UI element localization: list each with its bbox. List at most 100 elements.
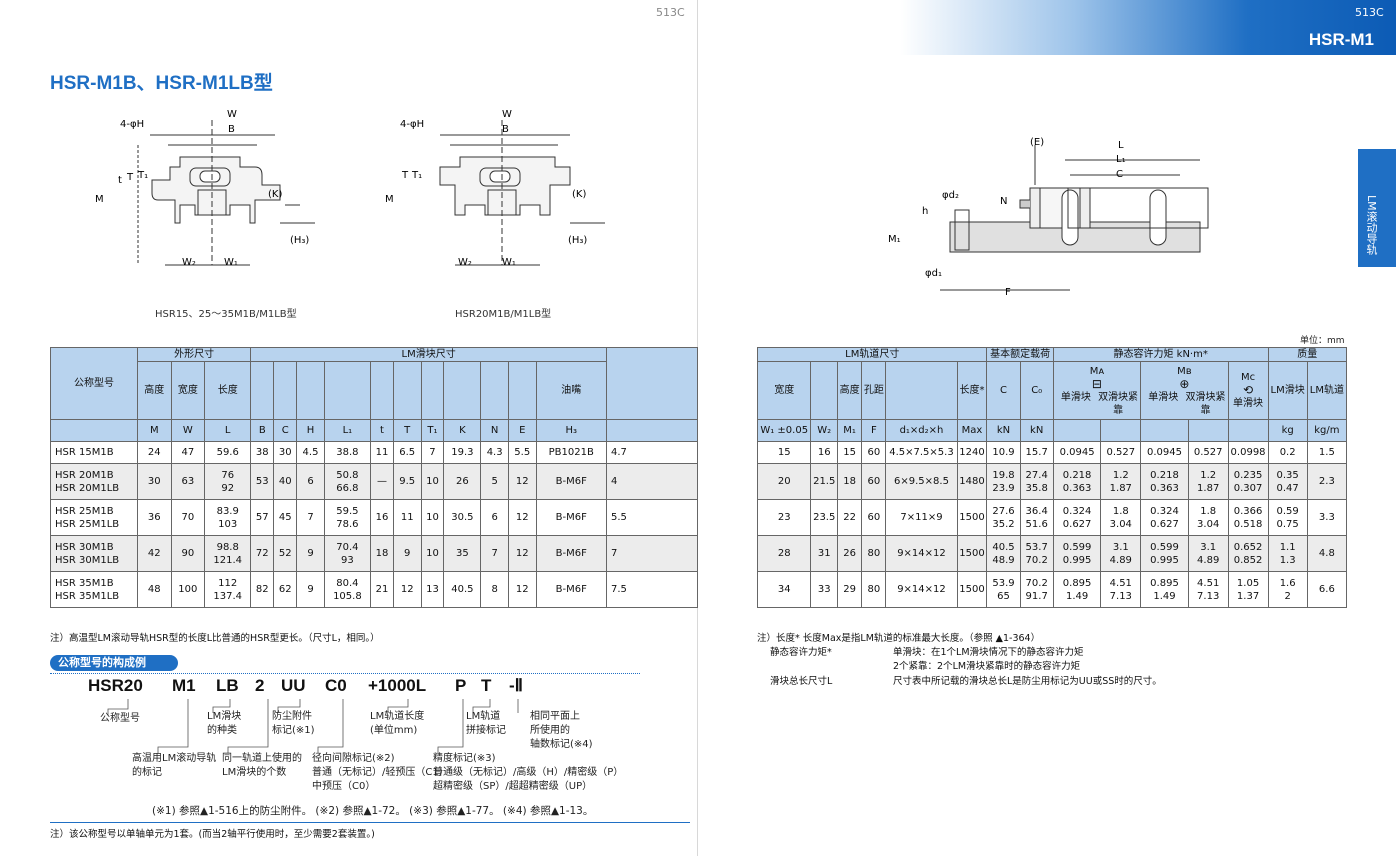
th-model: 公称型号 xyxy=(50,347,138,420)
table-cell: 12 xyxy=(392,571,422,608)
table-cell: 62 xyxy=(273,571,298,608)
table-cell: 72 xyxy=(250,535,275,572)
spec-table-right: LM轨道尺寸 基本额定载荷 静态容许力矩 kN·m* 质量 宽度 高度 孔距 长… xyxy=(756,347,1348,608)
code-label-seal: 防尘附件 标记(※1) xyxy=(272,711,315,736)
table-cell: 26 xyxy=(837,535,863,572)
table-cell: 16 xyxy=(810,441,839,464)
table-cell: 59.6 xyxy=(204,441,252,464)
table-cell: 9 xyxy=(392,535,422,572)
dim-W1: W₁ xyxy=(224,257,238,268)
sym-cell: T₁ xyxy=(420,419,445,442)
th-rail-pitch: 孔距 xyxy=(861,361,887,420)
table-cell: 11 xyxy=(392,499,422,536)
table-cell: 40.5 xyxy=(443,571,482,608)
th-rail-length: 长度* xyxy=(956,361,988,420)
dim-T1: T₁ xyxy=(137,170,148,181)
page-fold xyxy=(697,0,698,856)
sym-cell: L₁ xyxy=(323,419,371,442)
sym-cell: W xyxy=(170,419,206,442)
th-rail: LM轨道尺寸 xyxy=(756,347,988,362)
code-part: P xyxy=(455,676,467,695)
table-cell: 0.0945 xyxy=(1052,441,1102,464)
dim-4H: 4-φH xyxy=(120,119,144,130)
dim-4H: 4-φH xyxy=(400,119,424,130)
table-cell: 52 xyxy=(273,535,298,572)
table-cell: 4 xyxy=(606,463,698,500)
dim-N: N xyxy=(1000,196,1007,207)
table-cell: 4.3 xyxy=(480,441,509,464)
code-label-count: 同一轨道上使用的 LM滑块的个数 xyxy=(222,753,302,778)
table-cell: 7 xyxy=(296,499,325,536)
code-label-length: LM轨道长度 (单位mm) xyxy=(370,711,425,736)
code-label-temp: 高温用LM滚动导轨 的标记 xyxy=(132,753,217,778)
table-cell: 38 xyxy=(250,441,275,464)
table-cell: 16 xyxy=(369,499,394,536)
table-cell: 7 xyxy=(480,535,509,572)
th-ma: Mᴀ⊟ 单滑块双滑块紧靠 xyxy=(1052,361,1142,420)
table-cell: 10 xyxy=(420,499,445,536)
table-cell: 18 xyxy=(369,535,394,572)
figure-caption-1: HSR15、25～35M1B/M1LB型 xyxy=(155,309,297,320)
table-cell: — xyxy=(369,463,394,500)
table-cell: 30.5 xyxy=(443,499,482,536)
sym-cell: t xyxy=(369,419,394,442)
table-cell: 0.0945 xyxy=(1140,441,1189,464)
table-cell: 6 xyxy=(296,463,325,500)
unit-label: 单位：mm xyxy=(1300,336,1345,346)
table-cell: 60 xyxy=(861,463,887,500)
table-cell: 6 xyxy=(480,499,509,536)
dim-L1: L₁ xyxy=(1116,154,1126,165)
dim-W2: W₂ xyxy=(458,257,472,268)
table-cell: B-M6F xyxy=(535,571,608,608)
table-cell: 5.5 xyxy=(507,441,537,464)
table-cell: 1240 xyxy=(956,441,988,464)
table-cell: 0.527 xyxy=(1187,441,1229,464)
sym-cell xyxy=(606,419,698,442)
sym-cell: M₁ xyxy=(837,419,863,442)
dim-M1: M₁ xyxy=(888,234,901,245)
table-cell: 34 xyxy=(756,571,812,608)
dim-T: T xyxy=(126,172,134,183)
note-right-4b: 尺寸表中所记载的滑块总长L是防尘用标记为UU或SS时的尺寸。 xyxy=(893,676,1162,687)
dim-W2: W₂ xyxy=(182,257,196,268)
right-page-number: 513C xyxy=(1355,6,1384,19)
table-cell: 30 xyxy=(273,441,298,464)
sym-cell: d₁×d₂×h xyxy=(885,419,958,442)
table-cell: 33 xyxy=(810,571,839,608)
dim-W1: W₁ xyxy=(502,257,516,268)
table-cell: 70 xyxy=(170,499,206,536)
table-cell: 9 xyxy=(296,535,325,572)
dim-d2: φd₂ xyxy=(942,190,959,201)
sym-cell: H₃ xyxy=(535,419,608,442)
th-mass: 质量 xyxy=(1267,347,1348,362)
code-label-axis: 相同平面上 所使用的 轴数标记(※4) xyxy=(530,711,593,750)
section-heading: 公称型号的构成例 xyxy=(50,655,178,671)
th-outer: 外形尺寸 xyxy=(136,347,252,362)
note-right-1: 注）长度* 长度Max是指LM轨道的标准最大长度。（参照 ▲1-364） xyxy=(757,633,1041,644)
table-cell: 1500 xyxy=(956,535,988,572)
note-right-2b: 单滑块：在1个LM滑块情况下的静态容许力矩 xyxy=(893,647,1084,658)
header-band xyxy=(900,0,1396,55)
dim-B: B xyxy=(502,124,509,135)
sym-cell: L xyxy=(204,419,252,442)
sym-cell: N xyxy=(480,419,509,442)
